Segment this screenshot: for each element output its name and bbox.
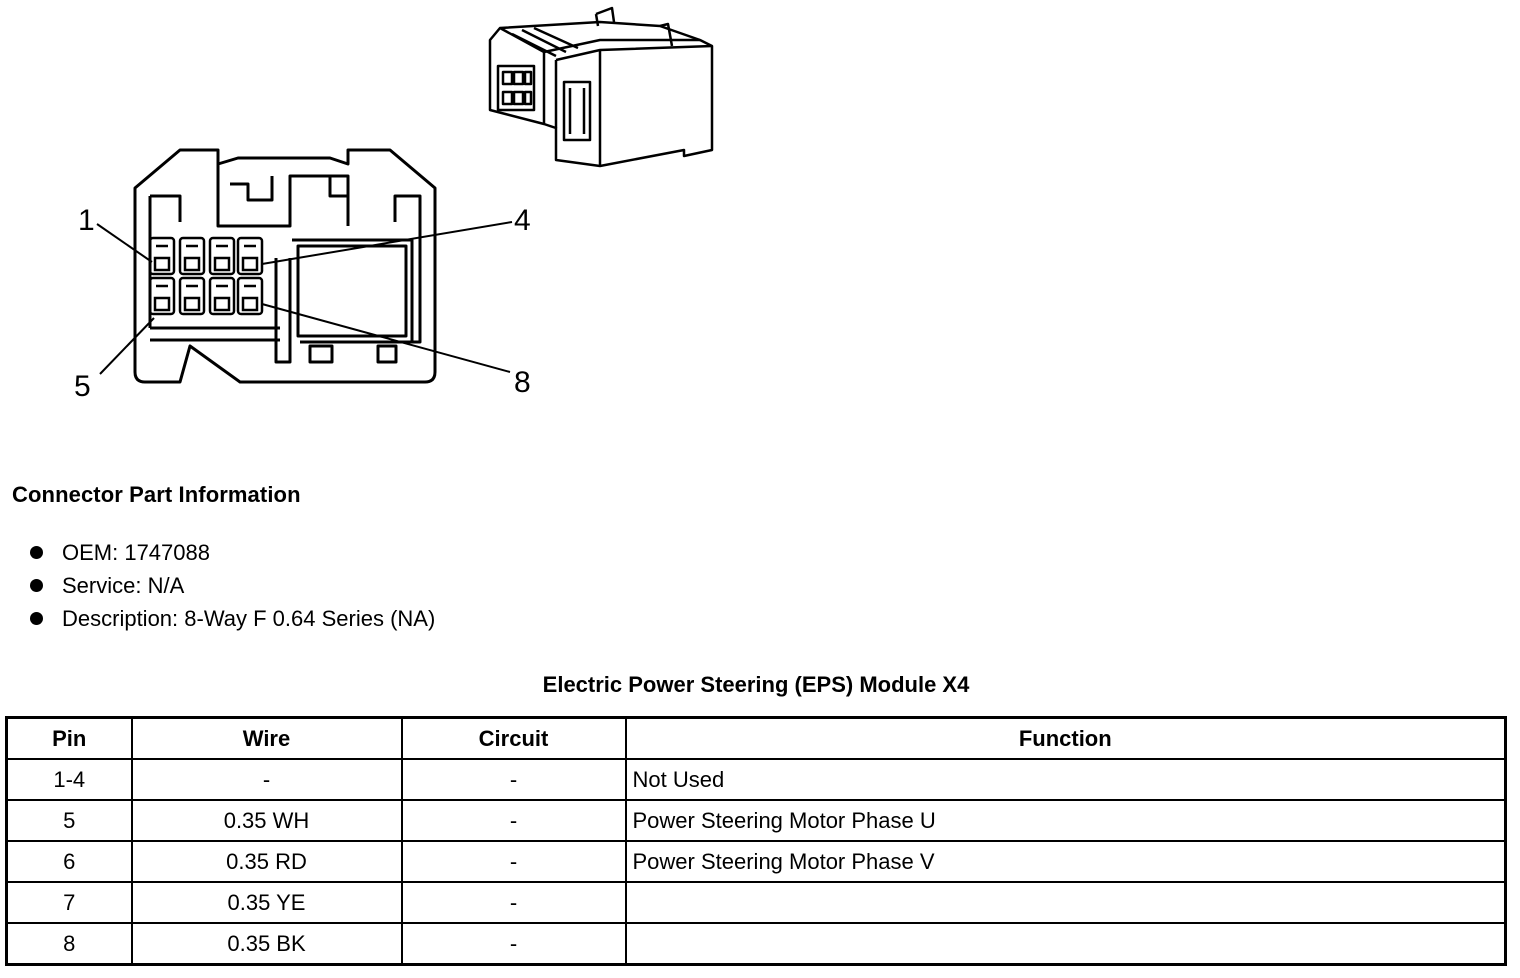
table-title: Electric Power Steering (EPS) Module X4 — [542, 672, 970, 697]
cell-circuit: - — [400, 799, 627, 842]
cavity-7 — [208, 276, 236, 316]
cavity-8 — [236, 276, 264, 316]
header-circuit: Circuit — [400, 716, 627, 760]
connector-isometric-view — [488, 6, 714, 168]
table-row: 1-4 - - Not Used — [5, 758, 1507, 801]
cavity-1 — [148, 236, 176, 276]
bullet-icon — [30, 546, 43, 559]
cell-function — [624, 881, 1507, 924]
header-function: Function — [624, 716, 1507, 760]
cell-pin: 5 — [5, 799, 133, 842]
cell-circuit: - — [400, 922, 627, 966]
cell-circuit: - — [400, 758, 627, 801]
info-item-text: Description: 8-Way F 0.64 Series (NA) — [62, 606, 436, 631]
info-item-text: OEM: 1747088 — [62, 540, 210, 565]
cell-function — [624, 922, 1507, 966]
pin-cavities — [148, 236, 264, 316]
cell-pin: 6 — [5, 840, 133, 883]
info-item-service: Service: N/A — [28, 569, 435, 602]
pin-label-4: 4 — [514, 204, 531, 237]
info-item-description: Description: 8-Way F 0.64 Series (NA) — [28, 602, 435, 635]
cavity-3 — [208, 236, 236, 276]
cell-wire: 0.35 YE — [130, 881, 403, 924]
pin-label-8: 8 — [514, 366, 531, 399]
cell-function: Not Used — [624, 758, 1507, 801]
cell-wire: 0.35 BK — [130, 922, 403, 966]
cavity-4 — [236, 236, 264, 276]
pinout-table: Pin Wire Circuit Function 1-4 - - Not Us… — [5, 716, 1507, 966]
cavity-6 — [178, 276, 206, 316]
cell-wire: 0.35 WH — [130, 799, 403, 842]
cell-wire: 0.35 RD — [130, 840, 403, 883]
cell-pin: 7 — [5, 881, 133, 924]
connector-info-heading: Connector Part Information — [12, 482, 301, 507]
connector-info-list: OEM: 1747088 Service: N/A Description: 8… — [28, 536, 435, 635]
header-wire: Wire — [130, 716, 403, 760]
table-row: 6 0.35 RD - Power Steering Motor Phase V — [5, 840, 1507, 883]
cell-pin: 8 — [5, 922, 133, 966]
info-item-text: Service: N/A — [62, 573, 185, 598]
cell-circuit: - — [400, 881, 627, 924]
header-pin: Pin — [5, 716, 133, 760]
bullet-icon — [30, 612, 43, 625]
cell-circuit: - — [400, 840, 627, 883]
cavity-5 — [148, 276, 176, 316]
bullet-icon — [30, 579, 43, 592]
table-row: 7 0.35 YE - — [5, 881, 1507, 924]
cavity-2 — [178, 236, 206, 276]
pin-label-5: 5 — [74, 370, 91, 403]
table-header-row: Pin Wire Circuit Function — [5, 716, 1507, 760]
table-row: 8 0.35 BK - — [5, 922, 1507, 966]
pin-label-1: 1 — [78, 204, 95, 237]
table-row: 5 0.35 WH - Power Steering Motor Phase U — [5, 799, 1507, 842]
cell-function: Power Steering Motor Phase V — [624, 840, 1507, 883]
cell-wire: - — [130, 758, 403, 801]
cell-function: Power Steering Motor Phase U — [624, 799, 1507, 842]
connector-diagram: 1 4 5 8 — [74, 6, 714, 403]
cell-pin: 1-4 — [5, 758, 133, 801]
pin-leader-lines — [96, 221, 513, 375]
info-item-oem: OEM: 1747088 — [28, 536, 435, 569]
